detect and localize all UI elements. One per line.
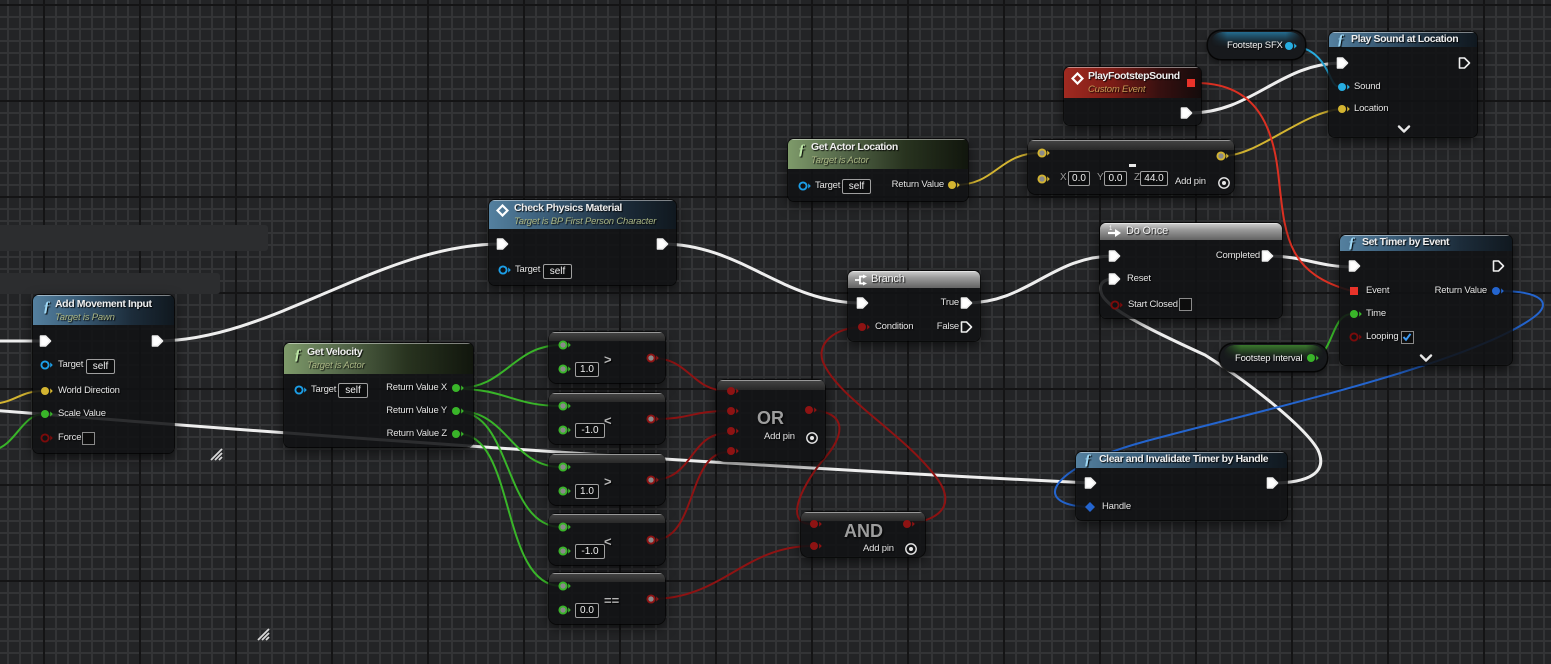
svg-text:1: 1 bbox=[1109, 226, 1113, 232]
